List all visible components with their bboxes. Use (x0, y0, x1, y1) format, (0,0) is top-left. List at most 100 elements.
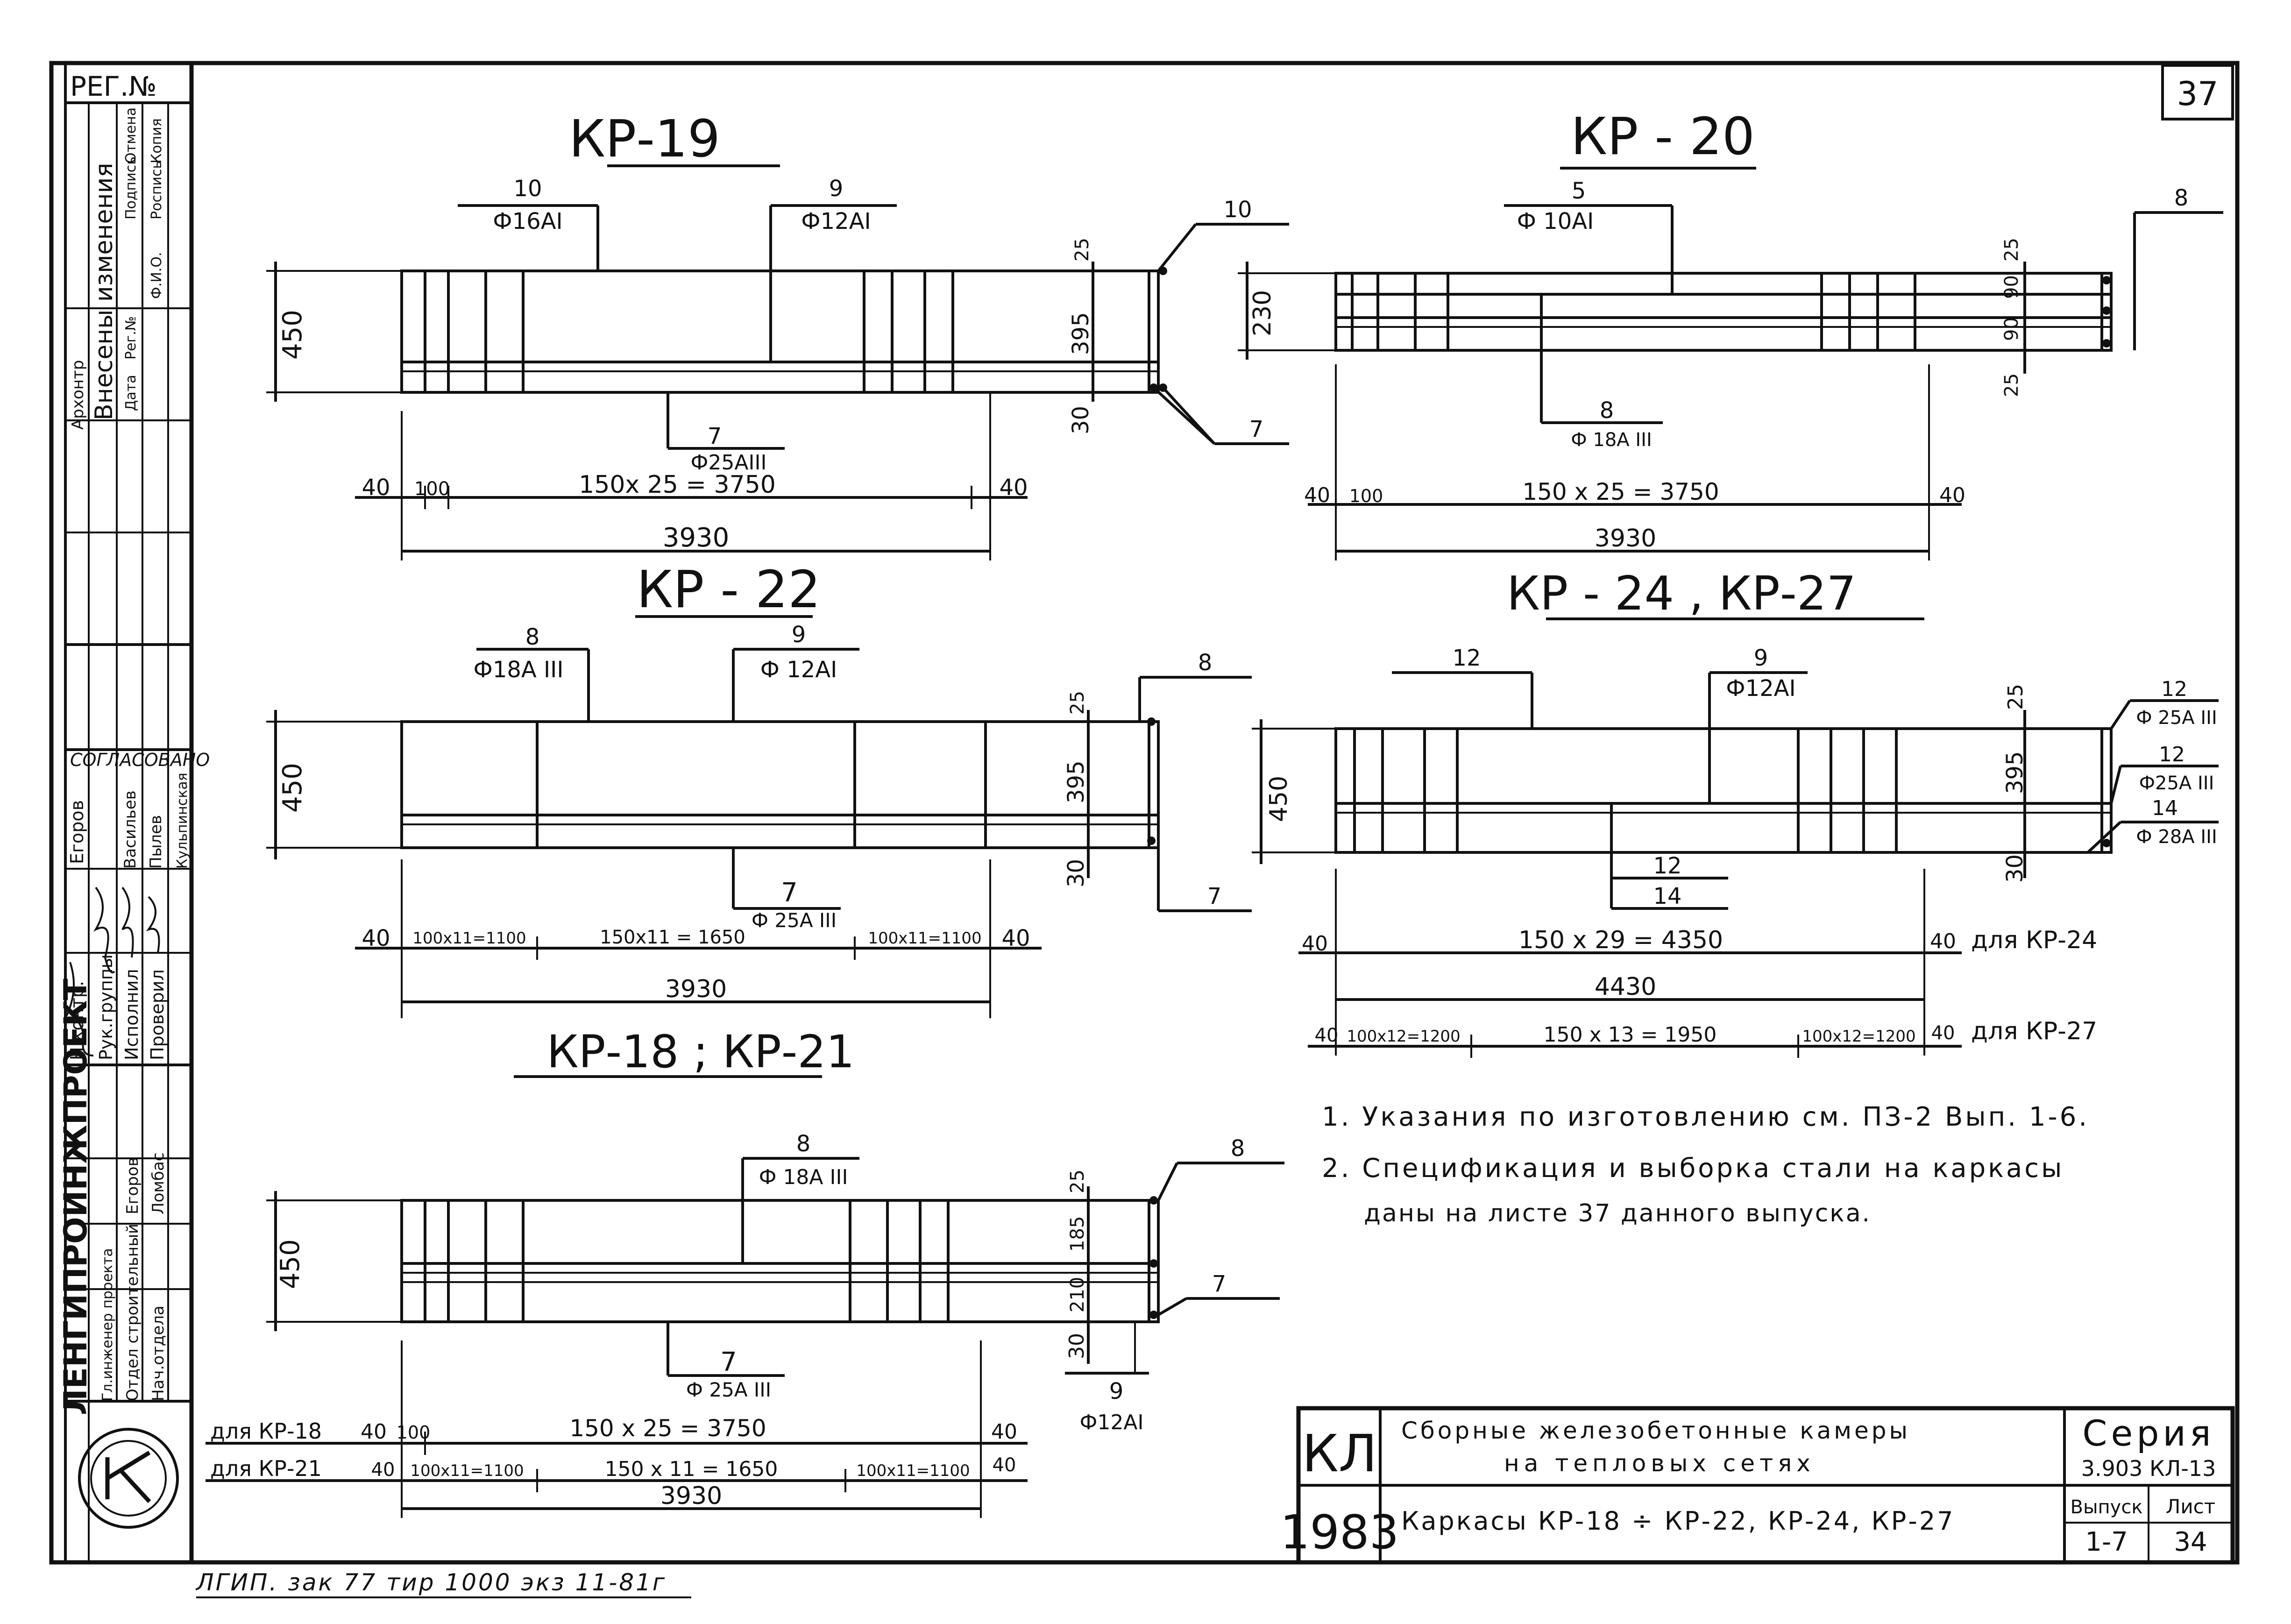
kr20-title: КР - 20 (1571, 106, 1755, 166)
drawing-kr20: КР - 20 5 Ф 10АI 8 230 25 90 90 25 8 Ф (1238, 106, 2223, 560)
signature-3 (121, 886, 134, 958)
kr18-right-bot-num: 7 (1212, 1271, 1227, 1297)
kr24-r2-bar: Ф25А III (2139, 773, 2214, 794)
footer-stamp: ЛГИП. зак 77 тир 1000 экз 11-81г (195, 1569, 667, 1596)
kr19-right-num: 10 (1223, 197, 1252, 223)
kr24-title: КР - 24 , КР-27 (1507, 566, 1856, 621)
kr20-dim-90: 90 (2001, 275, 2022, 299)
kr22-right-num: 8 (1198, 650, 1213, 676)
kr24-total: 4430 (1595, 973, 1656, 1001)
kr18-bot-bar: Ф 25А III (686, 1378, 771, 1401)
dept-role-3: Нач.отдела (149, 1305, 168, 1401)
agreed-name-1: Егоров (67, 800, 87, 864)
note-2: 2. Спецификация и выборка стали на карка… (1322, 1153, 2064, 1184)
tb-sheet-label: Лист (2166, 1495, 2215, 1518)
kr18-d-right: 100х11=1100 (856, 1461, 970, 1480)
kr24-d40b: 40 (1930, 929, 1956, 953)
kr19-title: КР-19 (569, 109, 720, 169)
drawing-kr24: КР - 24 , КР-27 12 9 Ф12АI 12 Ф 25А III … (1252, 566, 2219, 1058)
kr22-d-right: 100х11=1100 (868, 929, 981, 948)
kr24-top-left-num: 12 (1452, 645, 1481, 671)
role-ispolnil: Исполнил (121, 969, 142, 1060)
kr20-d40a: 40 (1304, 483, 1330, 507)
kr22-d40a: 40 (362, 925, 390, 951)
kr24-r1-bar: Ф 25А III (2136, 707, 2217, 729)
change-copy: Копия (149, 118, 165, 163)
kr24-r3-num: 14 (2152, 796, 2178, 820)
kr22-height: 450 (277, 763, 308, 813)
kr19-total: 3930 (663, 523, 730, 553)
signature-2 (93, 886, 115, 973)
org-name: ЛЕНГИПРОИНЖПРОЕКТ (57, 979, 94, 1415)
dept-role-2: Отдел строительный (123, 1224, 142, 1401)
kr20-dim-90b: 90 (2001, 317, 2022, 341)
kr19-right-bot-num: 7 (1249, 416, 1264, 442)
kr19-d100: 100 (414, 478, 450, 500)
kr18-top-num: 8 (796, 1131, 811, 1157)
change-date: Дата (123, 375, 139, 411)
kr20-total: 3930 (1595, 525, 1656, 553)
kr20-dim-25: 25 (2001, 238, 2022, 262)
kr24-d40d: 40 (1931, 1022, 1955, 1044)
drawing-kr19: КР-19 10 Ф16АI 9 Ф12АI 10 7 450 (266, 109, 1289, 560)
kr22-bot-bar: Ф 25А III (752, 909, 837, 932)
kr18-d40a: 40 (361, 1420, 387, 1444)
drawing-kr22: КР - 22 8 Ф18А III 9 Ф 12АI 8 7 450 25 3… (266, 560, 1252, 1018)
org-logo (78, 1428, 179, 1529)
change-fio: Ф.И.О. (149, 252, 165, 299)
kr22-dim-25: 25 (1067, 691, 1088, 715)
kr18-d40b: 40 (991, 1420, 1017, 1444)
kr22-top-left-bar: Ф18А III (474, 657, 564, 683)
kr22-top-mid-num: 9 (792, 622, 806, 648)
tb-issue-value: 1-7 (2085, 1527, 2128, 1557)
kr18-bot-num: 7 (720, 1347, 737, 1377)
kr19-top-mid-bar: Ф12АI (801, 208, 871, 234)
kr18-height: 450 (275, 1239, 305, 1289)
kr18-right-num: 8 (1231, 1135, 1245, 1162)
kr19-height: 450 (277, 310, 308, 360)
tb-issue-label: Выпуск (2071, 1496, 2143, 1518)
kr24-dim-395: 395 (2002, 751, 2028, 794)
kr24-top-mid-num: 9 (1754, 645, 1768, 671)
title-block: КЛ 1983 Сборные железобетонные камеры на… (1280, 1406, 2235, 1565)
tb-series-label: Серия (2082, 1412, 2214, 1454)
kr20-d100: 100 (1349, 486, 1383, 506)
sheet-number: 37 (2177, 75, 2218, 113)
change-sign2: Роспись (149, 161, 165, 220)
kr22-d-left: 100х11=1100 (412, 929, 526, 948)
kr19-d40b: 40 (999, 475, 1028, 501)
dept-name-1: Егоров (123, 1157, 142, 1214)
kr24-for27: для КР-27 (1971, 1017, 2097, 1045)
left-stamp: РЕГ.№ Архонтр Внесены изменения Дата Рег… (57, 63, 210, 1562)
kr24-dim-30: 30 (2002, 854, 2028, 883)
change-archive: Архонтр (69, 360, 87, 430)
tb-series-value: 3.903 КЛ-13 (2081, 1456, 2216, 1481)
kr20-top-num: 5 (1572, 178, 1586, 204)
kr20-bot-bar: Ф 18А III (1571, 429, 1652, 451)
outer-frame (49, 61, 2240, 1565)
kr19-top-mid-num: 9 (829, 176, 844, 202)
role-proveril: Проверил (147, 969, 168, 1060)
tb-sheet-value: 34 (2174, 1527, 2207, 1557)
kr18-side-bar: Ф12АI (1080, 1411, 1144, 1434)
kr18-d40c: 40 (371, 1459, 395, 1481)
signature-1 (64, 962, 94, 1057)
tb-desc-2: на тепловых сетях (1504, 1450, 1815, 1477)
tb-desc-3: Каркасы КР-18 ÷ КР-22, КР-24, КР-27 (1401, 1506, 1955, 1536)
kr22-bot-num: 7 (781, 878, 798, 908)
kr24-height: 450 (1265, 776, 1293, 822)
kr24-d-mid: 150 х 13 = 1950 (1544, 1023, 1717, 1047)
kr22-right-bot-num: 7 (1207, 883, 1222, 909)
change-title: Внесены изменения (90, 163, 118, 420)
change-cancel: Отмена (123, 107, 139, 163)
kr24-d40c: 40 (1315, 1025, 1339, 1046)
kr24-r2-num: 12 (2159, 743, 2185, 766)
kr19-top-left-bar: Ф16АI (493, 208, 562, 234)
tb-desc-1: Сборные железобетонные камеры (1401, 1417, 1910, 1444)
kr20-right-num: 8 (2174, 185, 2189, 211)
dept-role-1: Гл.инженер проекта (99, 1248, 116, 1401)
kr19-dim-395: 395 (1068, 312, 1094, 355)
kr22-total: 3930 (665, 975, 727, 1003)
kr24-bot-num2: 14 (1653, 883, 1681, 909)
